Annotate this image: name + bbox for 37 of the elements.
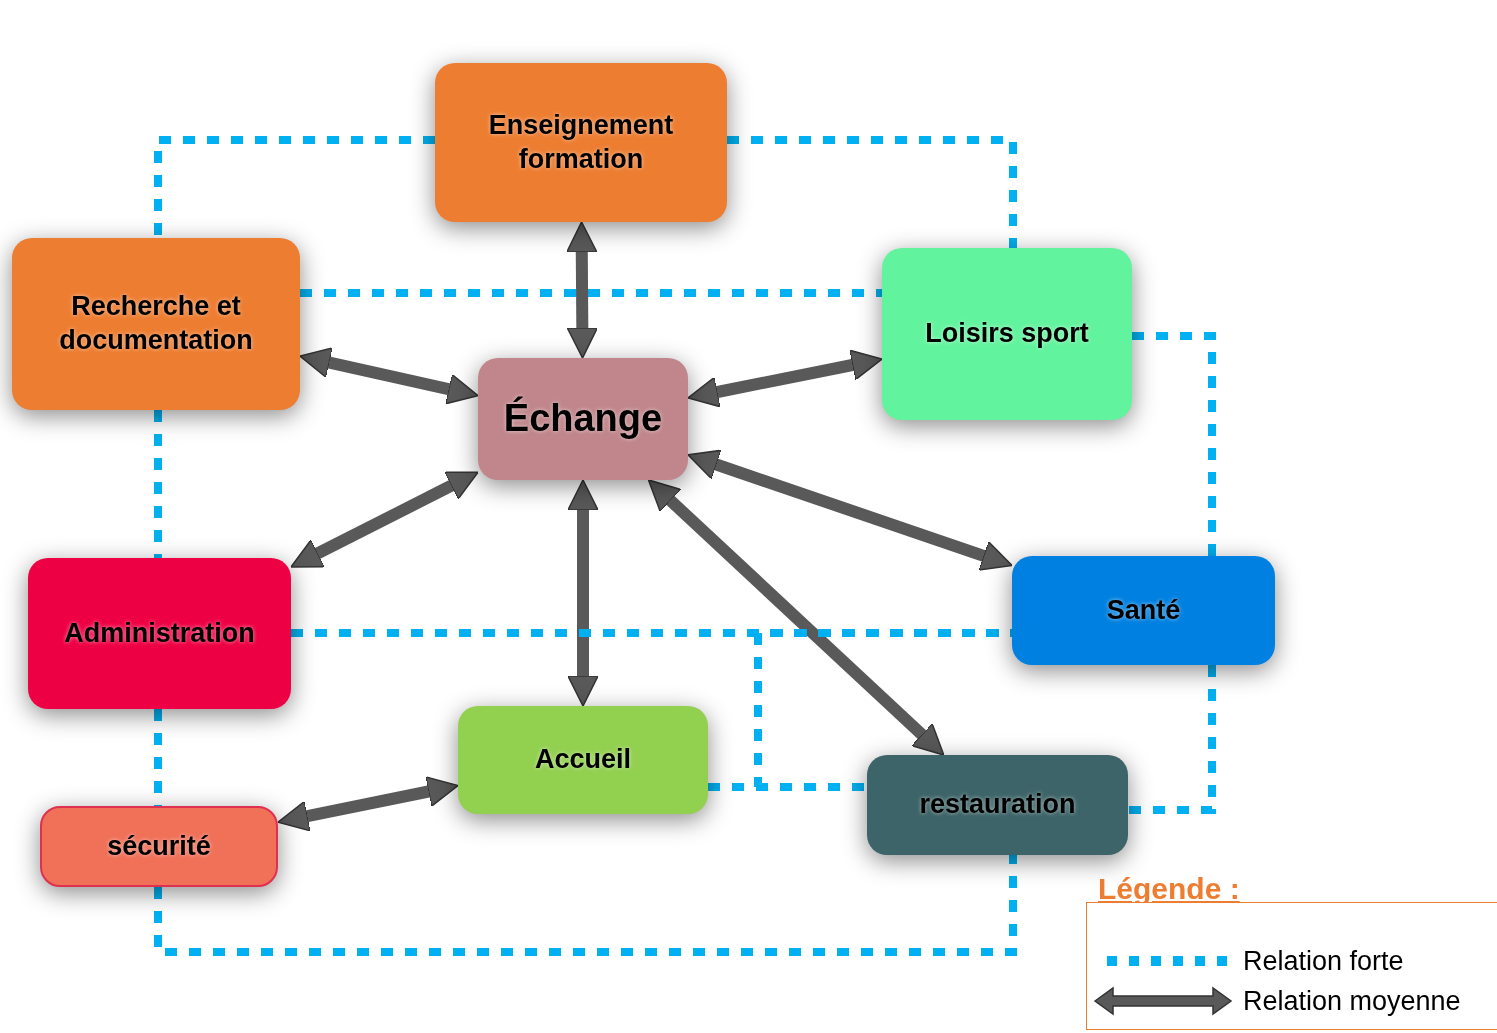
dotted-connector <box>1132 332 1216 556</box>
node-label: Accueil <box>534 743 631 777</box>
double-arrow <box>687 449 1013 571</box>
node-label: restauration <box>919 788 1076 822</box>
node-label: Échange <box>503 395 663 442</box>
dotted-connector <box>154 136 435 238</box>
legend-heading: Légende : <box>1098 871 1240 907</box>
rounded-box <box>28 558 291 709</box>
legend-text: Relation moyenne <box>1243 985 1461 1018</box>
double-arrow <box>290 471 479 568</box>
dotted-connector <box>154 855 1017 956</box>
rounded-box <box>458 706 708 814</box>
dotted-connector <box>300 289 882 297</box>
dotted-connector <box>154 709 162 806</box>
double-arrow <box>277 776 459 832</box>
rounded-box <box>478 358 688 480</box>
node-label: Santé <box>1106 593 1181 627</box>
double-arrow <box>687 349 883 408</box>
node-label: Recherche et documentation <box>58 290 254 357</box>
node-label: Loisirs sport <box>925 317 1089 351</box>
node-label: Administration <box>64 616 255 650</box>
dotted-connector <box>154 410 162 558</box>
rounded-box <box>12 238 300 410</box>
rounded-box <box>867 755 1128 855</box>
node-label: Enseignement formation <box>487 108 675 176</box>
double-arrow <box>566 221 599 359</box>
double-arrow <box>567 479 599 707</box>
node-label: sécurité <box>107 829 211 863</box>
double-arrow <box>647 479 945 756</box>
rounded-box <box>882 248 1132 420</box>
dotted-connector <box>1128 665 1216 814</box>
rounded-box <box>1012 556 1275 665</box>
rounded-box <box>435 63 727 222</box>
dotted-connector <box>727 136 1017 248</box>
rounded-box <box>40 806 278 887</box>
double-arrow <box>299 347 479 405</box>
legend-text: Relation forte <box>1243 945 1404 978</box>
